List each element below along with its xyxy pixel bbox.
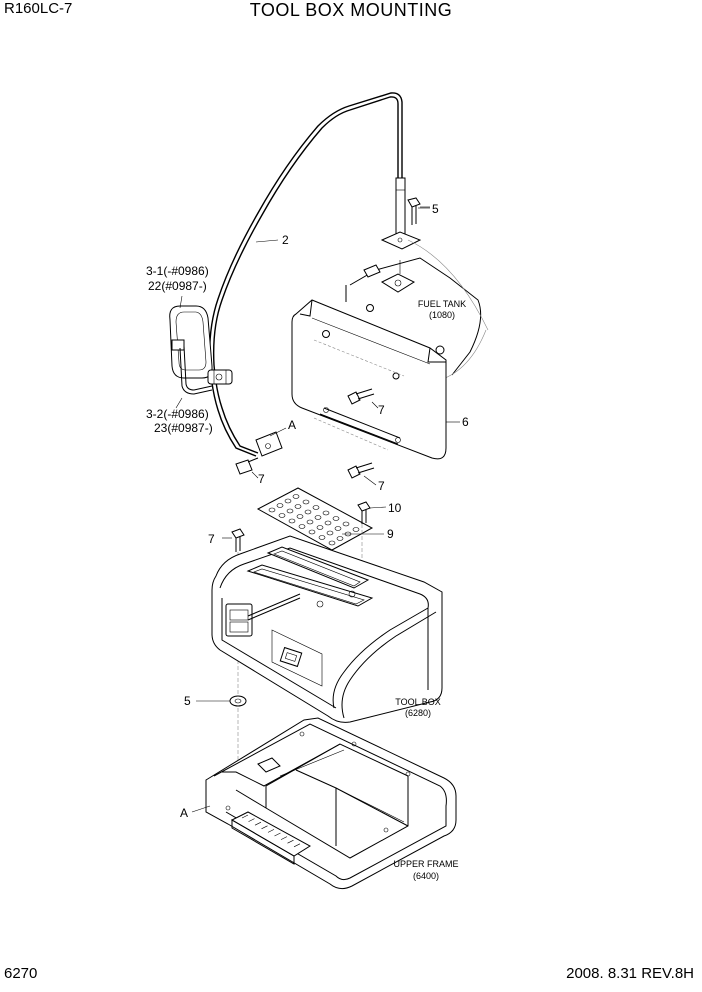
plate-hole <box>352 527 360 532</box>
step-slot <box>267 829 275 833</box>
plate-hole <box>304 509 312 515</box>
page-title: TOOL BOX MOUNTING <box>249 0 453 20</box>
callout-3-2: 3-2(-#0986) <box>146 407 209 421</box>
step-slot <box>261 825 268 830</box>
bolt-10 <box>357 501 371 524</box>
tool-box <box>211 535 443 723</box>
bolt-7-left <box>231 528 245 552</box>
plate-hole <box>318 535 326 540</box>
revision-date: 2008. 8.31 REV.8H <box>566 965 694 982</box>
callout-a-bottom: A <box>180 806 188 820</box>
plate-hole <box>298 524 306 529</box>
plate-hole <box>342 521 350 527</box>
bolt-5-top <box>407 197 430 225</box>
plate-hole <box>284 498 292 504</box>
plate-hole <box>314 515 322 520</box>
step-slot <box>280 836 288 840</box>
plate-hole <box>308 529 316 535</box>
side-cover-part-6 <box>291 299 447 460</box>
callout-10: 10 <box>388 501 402 515</box>
tool-box-ref: (6280) <box>405 708 431 718</box>
callout-2: 2 <box>282 233 289 247</box>
callout-7-lower: 7 <box>378 479 385 493</box>
plate-hole <box>294 504 302 509</box>
step-slot <box>293 843 301 848</box>
plate-hole <box>296 514 304 519</box>
step-slot <box>274 832 281 837</box>
tool-box-label: TOOL BOX <box>395 697 441 707</box>
upper-frame-label: UPPER FRAME <box>393 859 458 869</box>
callout-5-bottom: 5 <box>184 694 191 708</box>
plate-hole <box>336 536 344 541</box>
step-slot <box>287 839 294 844</box>
callout-3-1: 3-1(-#0986) <box>146 264 209 278</box>
stay-bottom-bracket <box>235 431 283 475</box>
model-code: R160LC-7 <box>4 0 73 17</box>
fuel-tank-ref: (1080) <box>429 310 455 320</box>
side-mirror <box>169 305 213 395</box>
plate-hole <box>328 540 336 546</box>
plate-hole <box>334 526 342 531</box>
plate-hole <box>278 513 286 518</box>
callout-7-middle: 7 <box>378 403 385 417</box>
step-slot <box>254 821 262 826</box>
callout-7-left: 7 <box>208 532 215 546</box>
plate-hole <box>322 510 330 516</box>
plate-hole <box>332 516 340 521</box>
step-slot <box>248 818 255 822</box>
plate-hole <box>326 530 334 536</box>
step-slot <box>241 814 249 819</box>
plate-hole <box>276 503 284 508</box>
upper-frame-ref: (6400) <box>413 871 439 881</box>
stay-clamp <box>207 369 233 385</box>
plate-hole <box>292 494 300 499</box>
plate-hole <box>324 520 332 526</box>
leader-lines <box>175 207 460 813</box>
plate-hole <box>286 508 294 514</box>
anti-slip-plate-part-9 <box>256 487 374 551</box>
callout-5-top: 5 <box>432 202 439 216</box>
washer-5-bottom <box>229 695 247 707</box>
page-number: 6270 <box>4 965 38 982</box>
plate-hole <box>316 525 324 530</box>
plate-hole <box>268 507 276 513</box>
bolt-7-middle <box>347 388 375 405</box>
callout-7-bracket: 7 <box>258 472 265 486</box>
plate-hole <box>312 505 320 510</box>
stay-mounting-plate <box>380 231 422 250</box>
upper-frame <box>205 717 457 890</box>
plate-hole <box>306 519 314 525</box>
plate-hole <box>302 499 310 505</box>
callout-a-top: A <box>288 418 296 432</box>
bolt-7-lower <box>347 462 375 479</box>
callout-23: 23(#0987-) <box>154 421 213 435</box>
plate-hole <box>288 518 296 524</box>
callout-6: 6 <box>462 415 469 429</box>
fuel-tank-label: FUEL TANK <box>418 299 466 309</box>
callout-9: 9 <box>387 527 394 541</box>
callout-22: 22(#0987-) <box>148 279 207 293</box>
mirror-stay-part-2 <box>209 92 406 457</box>
